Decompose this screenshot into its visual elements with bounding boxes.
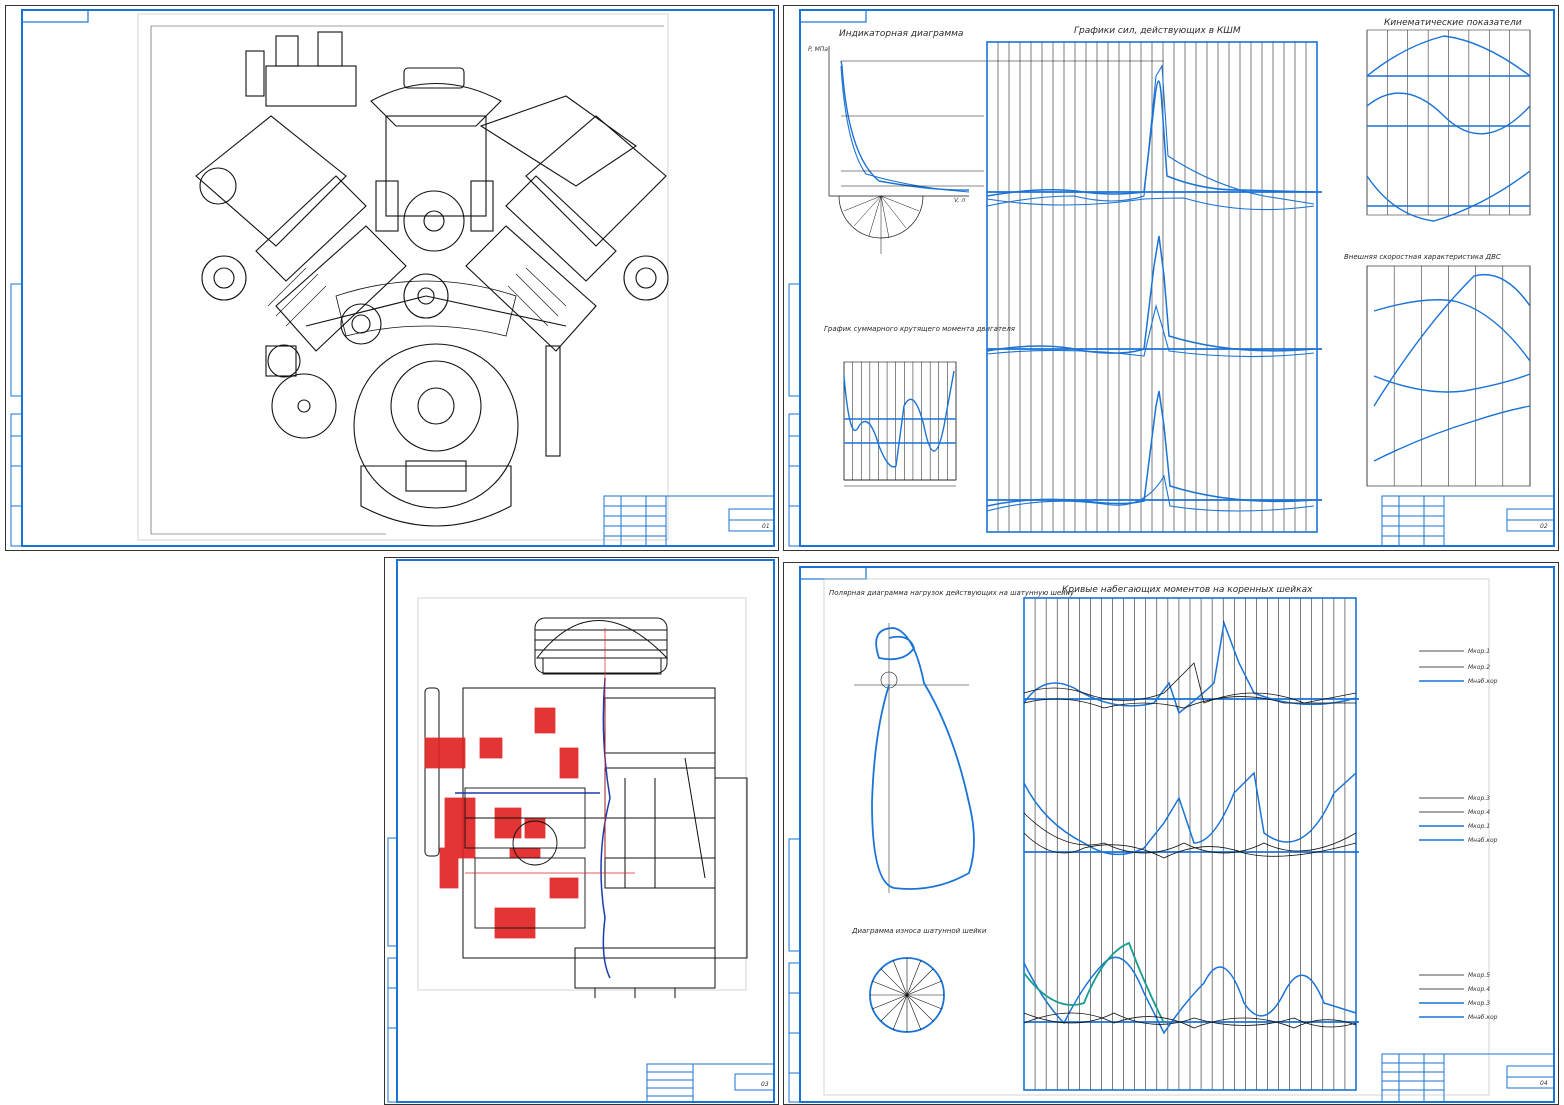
legend-group-3: Mкор.5 Mкор.4 Mкор.3 Mнаб.кор (1419, 972, 1498, 1021)
torque-title: График суммарного крутящего момента двиг… (824, 325, 1015, 333)
legend-2-1: Mкор.3 (1468, 795, 1490, 802)
speed-title: Внешняя скоростная характеристика ДВС (1344, 253, 1501, 261)
sheet-no-s1: 01 (762, 523, 770, 530)
legend-1-1: Mкор.1 (1468, 648, 1490, 655)
section-red-fill (424, 707, 579, 939)
force-curves (986, 64, 1315, 512)
legend-group-2: Mкор.3 Mкор.4 Mкор.1 Mнаб.кор (1419, 795, 1498, 844)
sheet-longitudinal-section: 03 (384, 557, 779, 1105)
sheet-cross-section: 01 (5, 5, 779, 551)
indicator-diagram-title: Индикаторная диаграмма (839, 29, 963, 39)
title-block-s3 (646, 1063, 775, 1103)
engine-longitudinal-drawing (424, 617, 748, 998)
journal-curves (1023, 620, 1357, 1035)
sheet-no-s4: 04 (1540, 1080, 1548, 1087)
p-axis-label: P, МПа (808, 46, 828, 53)
sheet-calculation-charts: Индикаторная диаграмма Графики сил, дейс… (783, 5, 1559, 551)
forces-title: Графики сил, действующих в КШМ (1074, 26, 1241, 36)
v-axis-label: V, л (954, 197, 965, 204)
legend-2-3: Mкор.1 (1468, 823, 1490, 830)
polar-title: Полярная диаграмма нагрузок действующих … (829, 589, 1075, 597)
legend-2-4: Mнаб.кор (1468, 837, 1498, 844)
engine-cross-section-drawing (195, 31, 669, 527)
title-block-s4 (1381, 1053, 1555, 1103)
wear-diagram (869, 957, 945, 1033)
legend-1-2: Mкор.2 (1468, 664, 1490, 671)
sheet-journal-torque-charts: Кривые набегающих моментов на коренных ш… (783, 562, 1559, 1105)
sheet-no-s3: 03 (761, 1081, 769, 1088)
wear-title: Диаграмма износа шатунной шейки (851, 927, 987, 935)
indicator-diagram (828, 46, 1164, 254)
legend-3-2: Mкор.4 (1468, 986, 1490, 993)
kinematic-charts (1366, 29, 1531, 222)
legend-group-1: Mкор.1 Mкор.2 Mнаб.кор (1419, 648, 1498, 685)
main-chart-title: Кривые набегающих моментов на коренных ш… (1062, 585, 1313, 595)
title-block-s1 (603, 495, 775, 547)
total-torque-chart (843, 361, 957, 487)
legend-1-3: Mнаб.кор (1468, 678, 1498, 685)
legend-2-2: Mкор.4 (1468, 809, 1490, 816)
legend-3-4: Mнаб.кор (1468, 1014, 1498, 1021)
kinematic-title: Кинематические показатели (1384, 18, 1522, 28)
legend-3-3: Mкор.3 (1468, 1000, 1490, 1007)
sheet-no-s2: 02 (1540, 523, 1548, 530)
speed-characteristic-chart (1366, 265, 1531, 487)
legend-3-1: Mкор.5 (1468, 972, 1490, 979)
polar-diagram (854, 623, 975, 893)
title-block-s2 (1381, 495, 1555, 547)
